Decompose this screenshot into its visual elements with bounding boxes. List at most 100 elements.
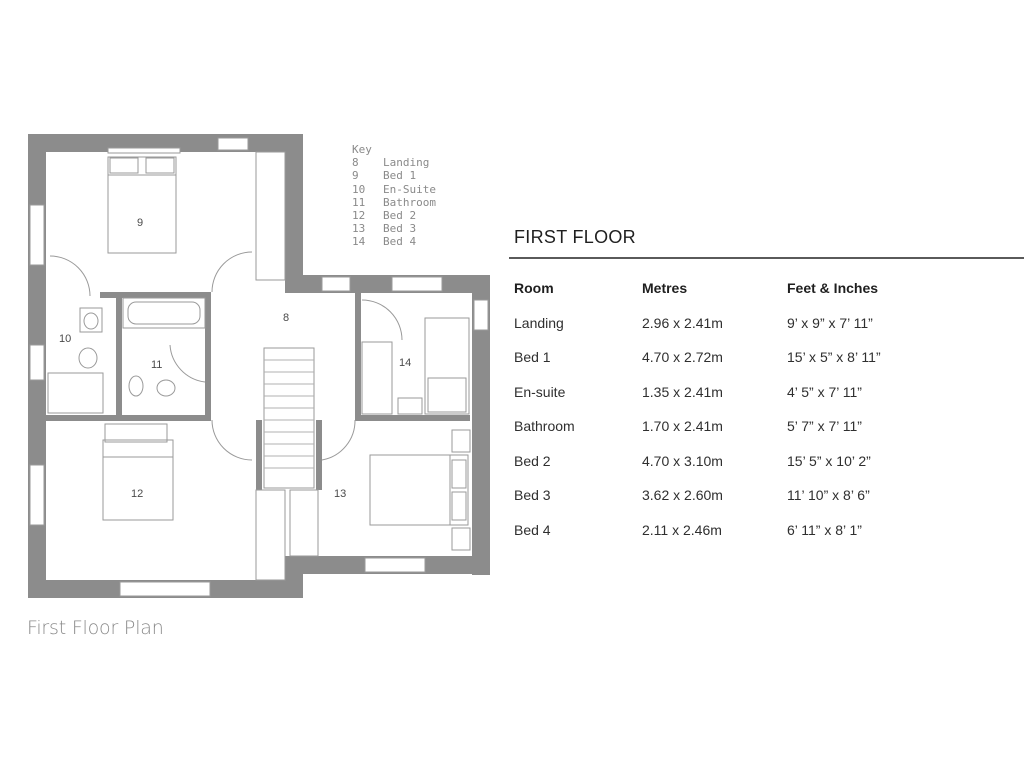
window [391, 276, 443, 292]
table-row: Bed 2 4.70 x 3.10m 15’ 5” x 10’ 2” [514, 444, 987, 479]
basin [156, 379, 176, 397]
toilet [128, 375, 144, 397]
shower-tray [47, 372, 104, 414]
window [321, 276, 351, 292]
cell-feet-inches: 5’ 7” x 7’ 11” [787, 418, 862, 435]
wardrobe [255, 151, 286, 281]
cell-room: Bed 2 [514, 452, 551, 469]
window [217, 137, 249, 151]
cell-metres: 3.62 x 2.60m [642, 487, 723, 504]
divider [509, 257, 1024, 259]
bed-3-bed [369, 454, 469, 526]
cell-feet-inches: 11’ 10” x 8’ 6” [787, 487, 870, 504]
column-header-feet-inches: Feet & Inches [787, 280, 879, 297]
table-row: Landing 2.96 x 2.41m 9’ x 9” x 7’ 11” [514, 306, 987, 341]
window [29, 344, 45, 381]
wall-stair-right [316, 420, 322, 490]
room-label-10: 10 [59, 333, 71, 345]
window [107, 147, 181, 154]
table-row: Bed 3 3.62 x 2.60m 11’ 10” x 8’ 6” [514, 478, 987, 513]
key-title: Key [352, 143, 372, 156]
cell-metres: 2.11 x 2.46m [642, 521, 722, 538]
table-header: Room Metres Feet & Inches [514, 271, 987, 306]
wall-bed4-bottom [355, 415, 470, 421]
wall-top-right-step [285, 134, 303, 284]
table-row: Bathroom 1.70 x 2.41m 5’ 7” x 7’ 11” [514, 409, 987, 444]
floor-plan-drawing: 9 8 10 11 14 12 13 [28, 134, 490, 598]
column-header-room: Room [514, 280, 554, 297]
wall-stair-left [256, 420, 262, 490]
cell-feet-inches: 6’ 11” x 8’ 1” [787, 521, 862, 538]
cell-metres: 2.96 x 2.41m [642, 314, 723, 331]
wall-bottom-step [285, 556, 303, 598]
cell-metres: 4.70 x 2.72m [642, 349, 723, 366]
wall-bed4-left [355, 292, 361, 420]
cell-room: Bed 4 [514, 521, 551, 538]
column-header-metres: Metres [642, 280, 688, 297]
cell-room: En-suite [514, 383, 566, 400]
cell-room: Bed 3 [514, 487, 551, 504]
room-dimensions-table: Room Metres Feet & Inches Landing 2.96 x… [514, 271, 987, 547]
bed-1-bed [107, 156, 177, 254]
wardrobe [289, 489, 319, 557]
wall-right [472, 275, 490, 575]
staircase [263, 347, 315, 489]
wall-top-right [285, 275, 490, 293]
room-numbers: 9 8 10 11 14 12 13 [59, 217, 411, 500]
table-row: Bed 4 2.11 x 2.46m 6’ 11” x 8’ 1” [514, 513, 987, 548]
cell-feet-inches: 15’ x 5” x 8’ 11” [787, 349, 881, 366]
cell-room: Bathroom [514, 418, 575, 435]
window [29, 464, 45, 526]
cell-feet-inches: 9’ x 9” x 7’ 11” [787, 314, 873, 331]
fixtures [47, 151, 471, 581]
cell-metres: 1.70 x 2.41m [642, 418, 723, 435]
cell-metres: 4.70 x 3.10m [642, 452, 723, 469]
door-swing [211, 419, 253, 461]
toilet [78, 347, 98, 369]
cell-metres: 1.35 x 2.41m [642, 383, 723, 400]
wall-bath-right [205, 292, 211, 416]
door-swing [361, 299, 403, 341]
wall-bed2-top [46, 415, 211, 421]
cell-feet-inches: 4’ 5” x 7’ 11” [787, 383, 862, 400]
room-label-12: 12 [131, 488, 143, 500]
wall-ensuite-top [100, 292, 210, 298]
bed-4-bed [424, 317, 470, 415]
window [364, 557, 426, 573]
spec-title: FIRST FLOOR [514, 227, 636, 247]
window [119, 581, 211, 597]
door-swing [49, 255, 91, 297]
bathtub [122, 297, 206, 329]
window [473, 299, 489, 331]
wardrobe [255, 489, 286, 581]
floor-plan-panel [0, 103, 1024, 668]
windows [29, 137, 489, 597]
table-row: En-suite 1.35 x 2.41m 4’ 5” x 7’ 11” [514, 375, 987, 410]
cell-room: Bed 1 [514, 349, 551, 366]
wardrobe [361, 341, 393, 415]
room-label-14: 14 [399, 357, 411, 369]
cell-room: Landing [514, 314, 564, 331]
door-swing [211, 251, 253, 293]
wall-bath-left [116, 292, 122, 416]
door-swing [169, 344, 206, 383]
room-label-11: 11 [151, 359, 162, 371]
room-label-9: 9 [137, 217, 143, 229]
room-label-8: 8 [283, 312, 289, 324]
table-row: Bed 1 4.70 x 2.72m 15’ x 5” x 8’ 11” [514, 340, 987, 375]
cell-feet-inches: 15’ 5” x 10’ 2” [787, 452, 871, 469]
basin [79, 307, 103, 333]
window [29, 204, 45, 266]
room-label-13: 13 [334, 488, 346, 500]
plan-caption: First Floor Plan [27, 617, 164, 639]
bed-2-bed [102, 439, 174, 521]
door-swing [321, 419, 356, 461]
